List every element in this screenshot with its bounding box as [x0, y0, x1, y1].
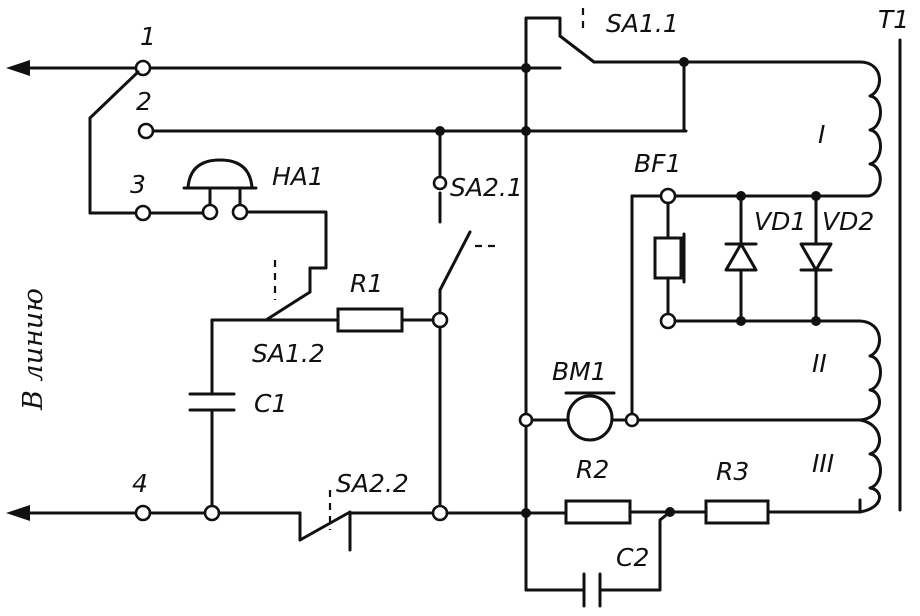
- terminal-3: [134, 204, 152, 222]
- main-bus: [521, 63, 586, 592]
- r1-label: R1: [350, 269, 383, 298]
- vd2-label: VD2: [822, 207, 874, 236]
- terminal-1-label: 1: [140, 22, 156, 51]
- sa12-label: SA1.2: [252, 339, 325, 368]
- sa12-switch: [210, 260, 312, 394]
- terminal-4-line: [6, 504, 302, 522]
- sa11-label: SA1.1: [606, 9, 679, 38]
- ha1-bell: [148, 158, 328, 270]
- terminal-switch: [88, 70, 140, 215]
- winding-3-label: III: [812, 449, 834, 478]
- terminal-4: [134, 504, 152, 522]
- r3-label: R3: [716, 457, 749, 486]
- sa21-label: SA2.1: [450, 173, 523, 202]
- winding-1-label: I: [818, 120, 825, 149]
- terminal-3-label: 3: [130, 170, 146, 199]
- r2-label: R2: [576, 455, 609, 484]
- t1-label: T1: [878, 5, 909, 34]
- c1-label: C1: [254, 389, 287, 418]
- bm1-microphone: [518, 391, 862, 442]
- ha1-label: HA1: [272, 162, 324, 191]
- sa22-label: SA2.2: [336, 469, 409, 498]
- terminal-1: [134, 59, 152, 77]
- c1-capacitor: [188, 392, 236, 510]
- sa22-switch: [298, 490, 568, 552]
- bf1-label: BF1: [634, 149, 681, 178]
- winding-2-label: II: [812, 349, 827, 378]
- bf1-diode-block: [630, 187, 870, 416]
- vd1-label: VD1: [754, 207, 806, 236]
- sa21-switch: [431, 126, 500, 510]
- r1-resistor: [264, 307, 435, 333]
- terminal-2: [137, 122, 155, 140]
- terminal-4-label: 4: [132, 469, 148, 498]
- sa11-switch: [524, 8, 862, 133]
- terminal-1-line: [6, 59, 562, 77]
- terminal-2-label: 2: [136, 87, 152, 116]
- bm1-label: BM1: [552, 357, 607, 386]
- r2-r3-c2: [564, 498, 862, 608]
- line-label: В линию: [18, 288, 49, 411]
- c2-label: C2: [616, 543, 649, 572]
- t1-transformer: [858, 38, 902, 514]
